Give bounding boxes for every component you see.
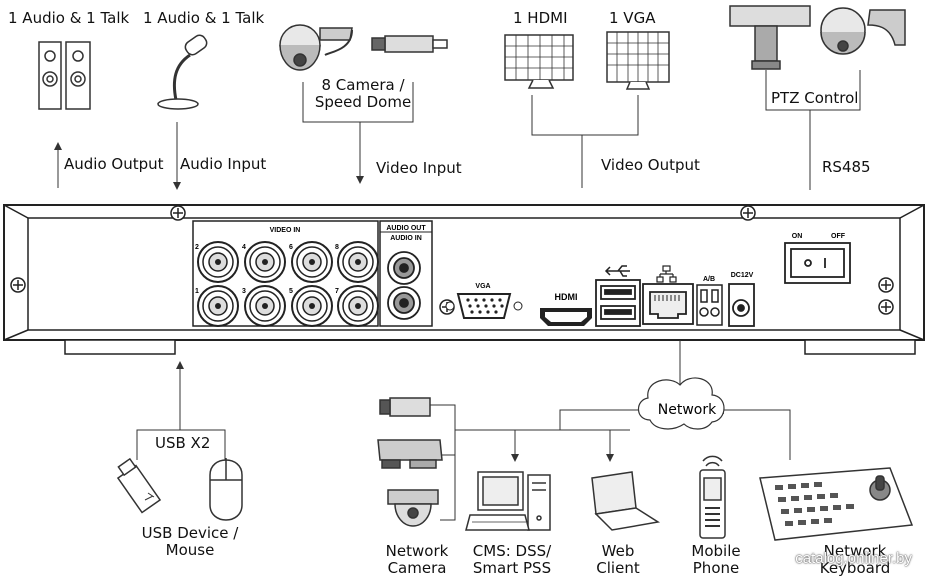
camera-label-line1: 8 Camera /	[321, 76, 405, 94]
mobile-phone-label-line2: Phone	[692, 559, 740, 577]
cms-label-line2: Smart PSS	[472, 559, 552, 577]
hdmi-label: 1 HDMI	[513, 9, 568, 27]
vga-port-icon	[445, 293, 523, 319]
network-symbol-icon	[656, 265, 677, 283]
power-switch-icon	[784, 242, 851, 284]
usb-ports-icon	[595, 279, 641, 327]
usb-device-label-line2: Mouse	[165, 541, 215, 559]
network-camera-label-line2: Camera	[387, 559, 447, 577]
audio-talk-speaker-label: 1 Audio & 1 Talk	[8, 9, 130, 27]
speakers-icon	[38, 41, 91, 110]
vga-label: 1 VGA	[609, 9, 656, 27]
network-cloud-icon	[637, 377, 725, 430]
network-camera-label-line1: Network	[385, 542, 449, 560]
web-client-label-line1: Web	[601, 542, 635, 560]
ptz-dome-icon	[820, 7, 906, 55]
channel-label: 6	[289, 244, 293, 251]
network-keyboard-label-line1: Network	[823, 542, 887, 560]
channel-label: 1	[195, 288, 199, 295]
watermark: catalog.onliner.by	[795, 550, 912, 567]
hdmi-port-icon	[540, 308, 592, 326]
audio-in-label: AUDIO IN	[390, 235, 422, 242]
mobile-phone-icon	[699, 455, 726, 539]
cms-label-line1: CMS: DSS/	[472, 542, 552, 560]
usb-stick-icon	[116, 457, 162, 514]
hdmi-monitor-icon	[504, 34, 574, 89]
usb-device-label-line1: USB Device /	[141, 524, 239, 542]
mouse-icon	[209, 458, 243, 521]
usb-symbol-icon	[604, 265, 630, 277]
channel-label: 4	[242, 244, 246, 251]
audio-input-label: Audio Input	[180, 155, 267, 173]
rs485-label: RS485	[822, 158, 871, 176]
vga-port-label: VGA	[475, 283, 490, 290]
rca-audio-out-icon	[387, 251, 421, 285]
channel-label: 3	[242, 288, 246, 295]
pc-icon	[465, 471, 551, 531]
video-output-label: Video Output	[601, 156, 700, 174]
audio-out-label: AUDIO OUT	[386, 225, 426, 232]
rca-audio-in-icon	[387, 286, 421, 320]
on-label: ON	[792, 233, 803, 240]
network-keyboard-label-line2: Keyboard	[819, 559, 891, 577]
screw-icon	[10, 205, 894, 315]
hdmi-port-label: HDMI	[555, 292, 578, 302]
dc-power-port-icon	[728, 283, 755, 327]
box-camera-icon	[371, 35, 448, 53]
dc-label: DC12V	[731, 272, 754, 279]
channel-label: 8	[335, 244, 339, 251]
audio-talk-mic-label: 1 Audio & 1 Talk	[143, 9, 265, 27]
network-box-camera-icon	[379, 397, 431, 417]
ptz-camera-icon	[729, 5, 811, 70]
video-in-label: VIDEO IN	[270, 227, 301, 234]
network-dome-camera-icon	[387, 489, 439, 527]
audio-output-label: Audio Output	[64, 155, 164, 173]
dvr-rear-panel: VIDEO IN 2 4 6 8 1 3 5 7 AUDIO OUT AUDIO…	[3, 204, 925, 355]
mobile-phone-label-line1: Mobile	[691, 542, 741, 560]
ethernet-port-icon	[642, 283, 694, 325]
usb-x2-label: USB X2	[155, 434, 211, 452]
channel-label: 7	[335, 288, 339, 295]
speed-dome-camera-icon	[279, 24, 353, 71]
network-keyboard-icon	[759, 467, 914, 541]
ptz-control-label: PTZ Control	[771, 89, 859, 107]
camera-label-line2: Speed Dome	[314, 93, 412, 111]
rs485-terminal-icon	[696, 284, 723, 326]
network-label: Network	[658, 402, 717, 418]
network-bullet-camera-icon	[377, 439, 443, 469]
microphone-icon	[157, 34, 208, 110]
ab-label: A/B	[703, 276, 715, 283]
channel-label: 2	[195, 244, 199, 251]
laptop-icon	[591, 471, 661, 531]
channel-label: 5	[289, 288, 293, 295]
off-label: OFF	[831, 233, 846, 240]
web-client-label-line2: Client	[596, 559, 640, 577]
video-input-label: Video Input	[376, 159, 462, 177]
vga-monitor-icon	[606, 31, 670, 90]
